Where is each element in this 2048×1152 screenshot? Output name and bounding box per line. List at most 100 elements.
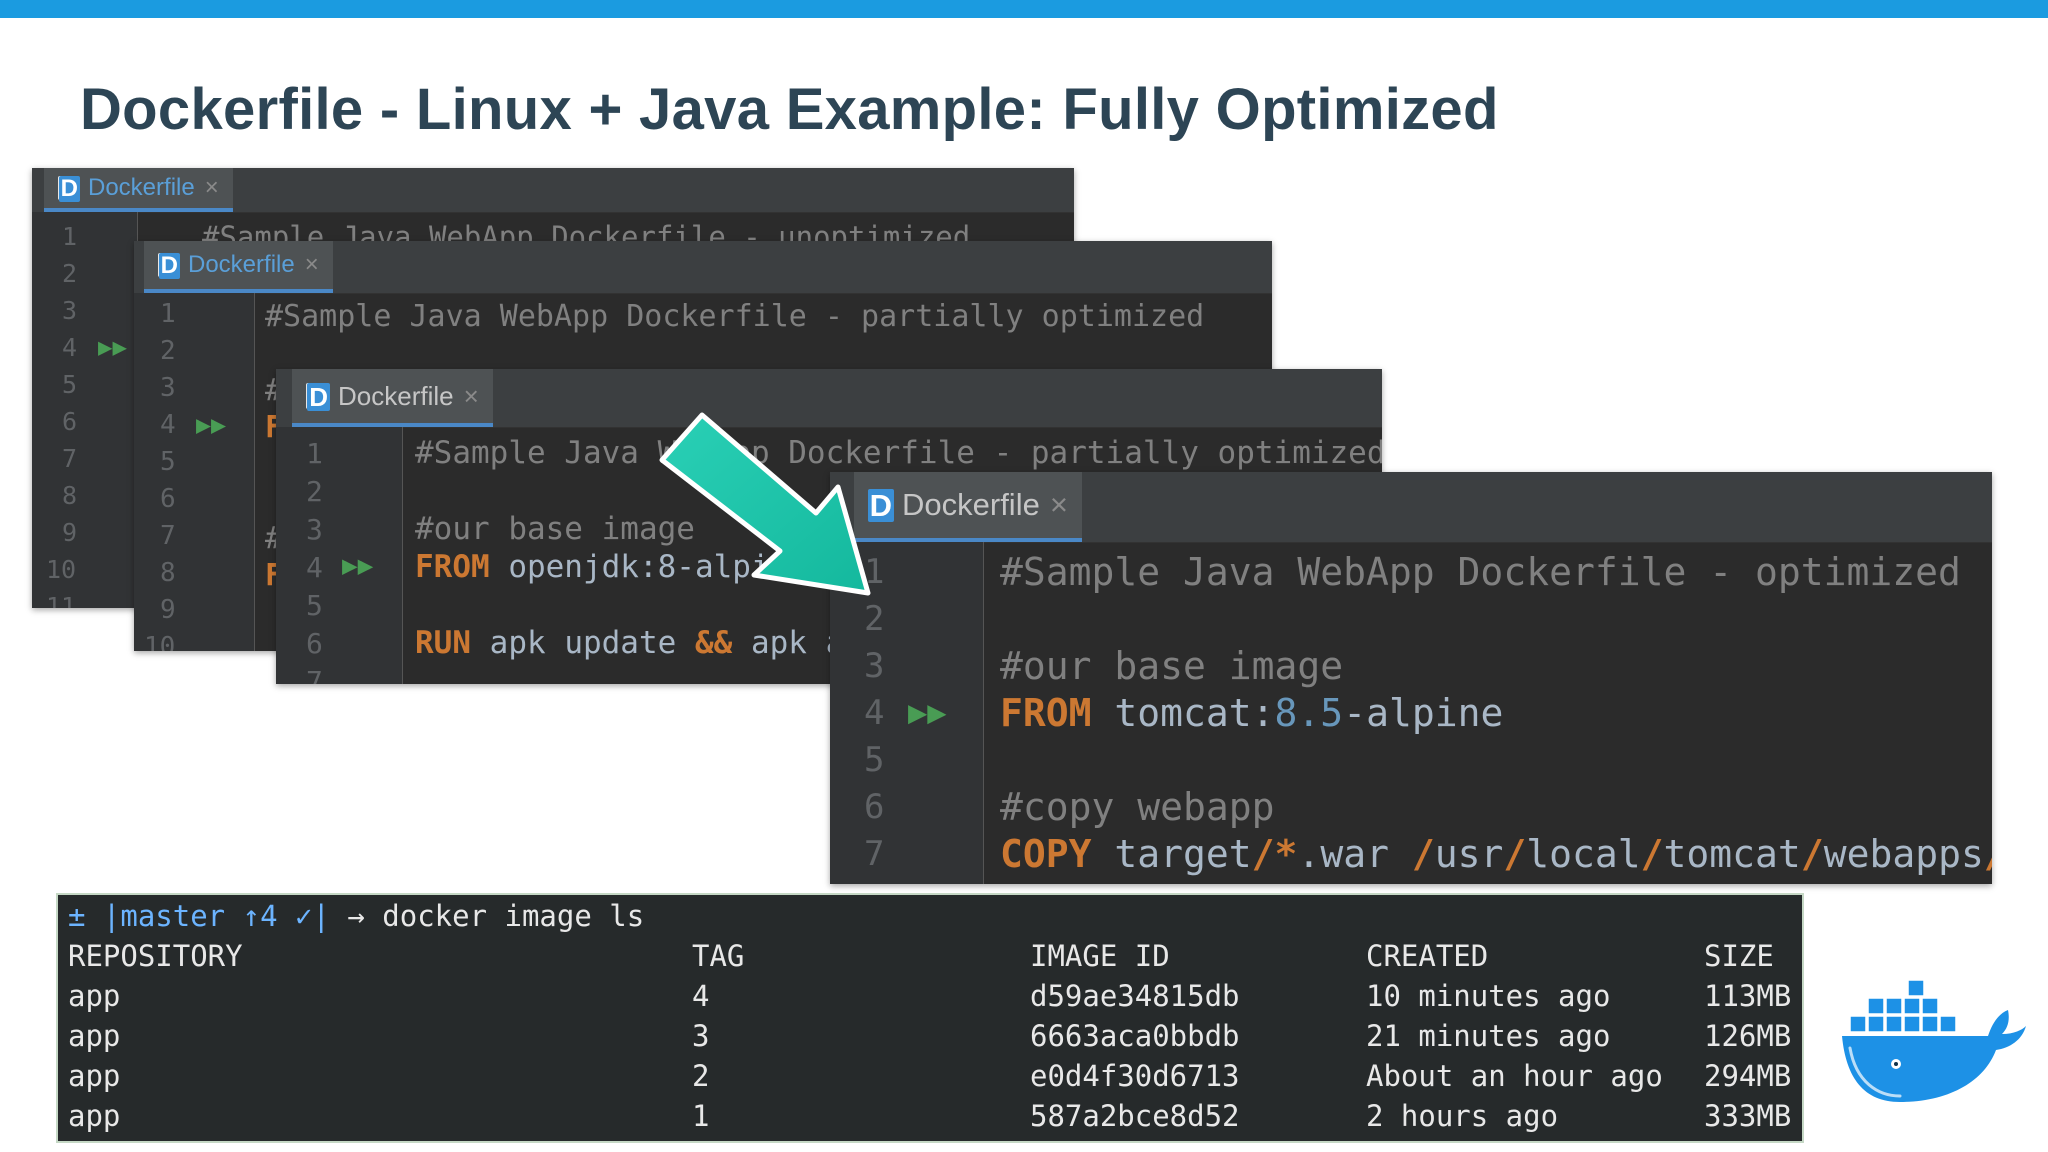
line-number: 10 (144, 632, 176, 651)
editor-gutter: 1 2 3 4 ▶▶ 5 6 7 (276, 427, 403, 684)
code-text: local (1526, 832, 1641, 876)
dockerfile-file-icon (58, 176, 81, 202)
size-cell: 126MB (1704, 1019, 1792, 1053)
table-row: app 2 e0d4f30d6713 About an hour ago 294… (68, 1059, 1798, 1099)
code-text: usr (1434, 832, 1504, 876)
run-gutter-icon[interactable]: ▶▶ (196, 410, 227, 439)
editor-code-area[interactable]: #Sample Java WebApp Dockerfile - optimiz… (984, 542, 1992, 884)
column-header: IMAGE ID (1030, 939, 1170, 973)
operator-and: && (694, 625, 733, 661)
terminal-panel[interactable]: ± |master ↑4 ✓| → docker image ls REPOSI… (56, 893, 1804, 1143)
tab-label: Dockerfile (88, 174, 195, 201)
top-accent-bar (0, 0, 2048, 18)
created-cell: 2 hours ago (1366, 1099, 1559, 1133)
code-line: #Sample Java WebApp Dockerfile - partial… (415, 435, 1382, 471)
line-number: 6 (62, 407, 78, 436)
prompt-branch: |master ↑4 ✓| (85, 899, 330, 933)
line-number: 1 (864, 552, 885, 592)
line-number: 7 (160, 521, 176, 551)
line-number: 1 (160, 299, 176, 329)
run-gutter-icon[interactable]: ▶▶ (342, 551, 374, 581)
code-line: FROM openjdk:8-alpine (415, 549, 807, 585)
line-number: 2 (160, 336, 176, 366)
code-line: #copy webapp (1000, 785, 1275, 829)
created-cell: About an hour ago (1366, 1059, 1663, 1093)
editor-tab-dockerfile[interactable]: Dockerfile × (44, 168, 233, 212)
size-cell: 333MB (1704, 1099, 1792, 1133)
line-number: 7 (306, 665, 323, 684)
line-number: 7 (864, 834, 885, 874)
created-cell: 10 minutes ago (1366, 979, 1611, 1013)
editor-gutter: 1 2 3 4 ▶▶ 5 6 7 (830, 542, 984, 884)
repository-cell: app (68, 1059, 121, 1093)
line-number: 3 (306, 513, 323, 546)
repository-cell: app (68, 1099, 121, 1133)
editor-code-area[interactable]: #Sample Java WebApp Dockerfile - partial… (255, 293, 1272, 651)
line-number: 3 (62, 296, 78, 325)
editor-tab-dockerfile[interactable]: Dockerfile × (292, 369, 493, 427)
prompt-arrow: → (329, 899, 365, 933)
tab-label: Dockerfile (188, 251, 295, 278)
keyword-copy: COPY (1000, 832, 1092, 876)
line-number: 6 (864, 787, 885, 827)
line-number: 1 (62, 222, 78, 251)
code-text: tomcat: (1091, 691, 1275, 735)
editor-tab-dockerfile[interactable]: Dockerfile × (144, 241, 333, 293)
keyword-from: FROM (415, 549, 490, 585)
line-number: 5 (160, 447, 176, 477)
line-number: 1 (306, 437, 323, 470)
line-number: 9 (62, 518, 78, 547)
slide-title: Dockerfile - Linux + Java Example: Fully… (80, 77, 1499, 142)
line-number: 3 (864, 646, 885, 686)
keyword-from: FROM (1000, 691, 1092, 735)
docker-whale-logo (1842, 979, 2026, 1102)
code-text: tomcat (1663, 832, 1801, 876)
path-separator: /* (1251, 832, 1298, 876)
code-line: FROM tomcat:8.5-alpine (1000, 691, 1503, 735)
version-number: 8.5 (1274, 691, 1344, 735)
tag-cell: 1 (692, 1099, 710, 1133)
line-number: 10 (46, 555, 77, 584)
created-cell: 21 minutes ago (1366, 1019, 1611, 1053)
line-number: 8 (62, 481, 78, 510)
image-id-cell: d59ae34815db (1030, 979, 1240, 1013)
run-gutter-icon[interactable]: ▶▶ (908, 693, 947, 731)
code-line: #our base image (415, 511, 695, 547)
tab-label: Dockerfile (338, 380, 454, 411)
table-row: app 4 d59ae34815db 10 minutes ago 113MB (68, 979, 1798, 1019)
line-number: 6 (306, 627, 323, 660)
line-number: 11 (46, 592, 77, 608)
line-number: 2 (864, 599, 885, 639)
table-header-row: REPOSITORY TAG IMAGE ID CREATED SIZE (68, 939, 1798, 979)
table-row: app 1 587a2bce8d52 2 hours ago 333MB (68, 1099, 1798, 1139)
repository-cell: app (68, 1019, 121, 1053)
tab-close-icon[interactable]: × (463, 380, 479, 411)
code-line: #our base image (1000, 644, 1344, 688)
image-id-cell: 587a2bce8d52 (1030, 1099, 1240, 1133)
dockerfile-file-icon (306, 383, 330, 411)
code-text: webapps (1823, 832, 1984, 876)
line-number: 7 (62, 444, 78, 473)
tag-cell: 4 (692, 979, 710, 1013)
tab-close-icon[interactable]: × (1049, 487, 1068, 522)
line-number: 4 (864, 693, 885, 733)
code-line: #Sample Java WebApp Dockerfile - optimiz… (1000, 550, 1961, 594)
editor-gutter: 1 2 3 4 ▶▶ 5 6 7 8 9 10 11 (32, 212, 138, 608)
column-header: SIZE (1704, 939, 1774, 973)
keyword-run: RUN (415, 625, 471, 661)
tab-close-icon[interactable]: × (204, 174, 219, 201)
code-text: .war (1297, 832, 1412, 876)
dockerfile-file-icon (867, 489, 894, 522)
editor-tab-bar: Dockerfile × (276, 369, 1382, 428)
code-line: #Sample Java WebApp Dockerfile - partial… (265, 299, 1205, 334)
path-separator: / (1640, 832, 1664, 876)
tab-close-icon[interactable]: × (304, 251, 319, 278)
run-gutter-icon[interactable]: ▶▶ (98, 333, 127, 361)
code-line: COPY target/*.war /usr/local/tomcat/weba… (1000, 832, 1992, 876)
line-number: 3 (160, 373, 176, 403)
line-number: 4 (160, 410, 176, 440)
tag-cell: 3 (692, 1019, 710, 1053)
editor-gutter: 1 2 3 4 ▶▶ 5 6 7 8 9 10 (134, 293, 255, 651)
column-header: REPOSITORY (68, 939, 243, 973)
editor-tab-dockerfile[interactable]: Dockerfile × (854, 472, 1082, 542)
